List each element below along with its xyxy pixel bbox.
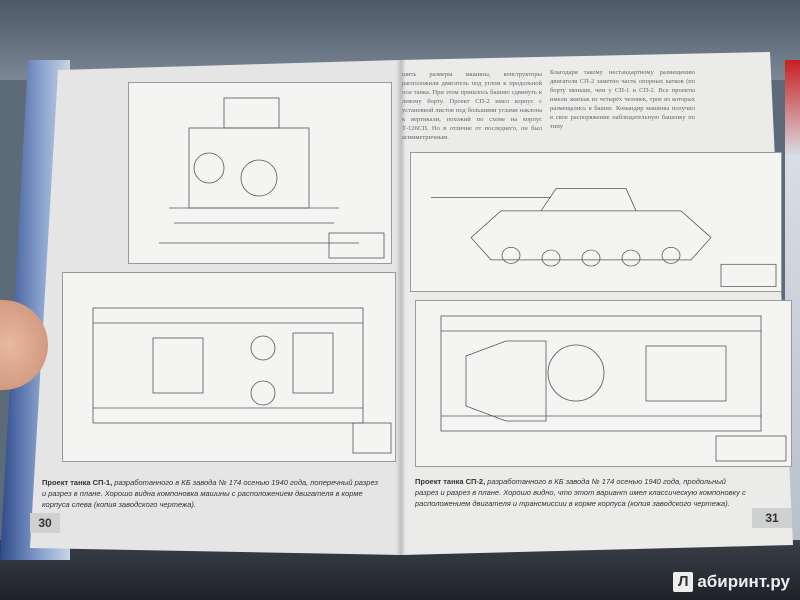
text-column-2: Благодаря такому нестандартному размещен… bbox=[550, 69, 695, 130]
watermark-logo: Л абиринт.ру bbox=[673, 572, 790, 592]
drawing-sp2-side-view bbox=[410, 152, 782, 292]
drawing-sp1-cross-section bbox=[128, 82, 392, 264]
drawing-sp2-plan bbox=[415, 300, 792, 467]
right-caption: Проект танка СП-2, разработанного в КБ з… bbox=[415, 476, 750, 509]
labirint-logo-icon: Л bbox=[673, 572, 694, 592]
left-caption: Проект танка СП-1, разработанного в КБ з… bbox=[42, 477, 382, 510]
right-caption-title: Проект танка СП-2, bbox=[415, 477, 486, 486]
page-number-right: 31 bbox=[752, 508, 792, 528]
right-caption-text: разработанного в КБ завода № 174 осенью … bbox=[415, 477, 746, 508]
book-spine bbox=[396, 60, 406, 555]
page-number-left: 30 bbox=[30, 513, 60, 533]
left-caption-title: Проект танка СП-1, bbox=[42, 478, 113, 487]
left-caption-text: разработанного в КБ завода № 174 осенью … bbox=[42, 478, 379, 509]
drawing-sp1-plan bbox=[62, 272, 396, 462]
watermark-text: абиринт.ру bbox=[697, 572, 790, 591]
text-column-1: шить размеры машины, конструкторы распол… bbox=[402, 71, 542, 141]
